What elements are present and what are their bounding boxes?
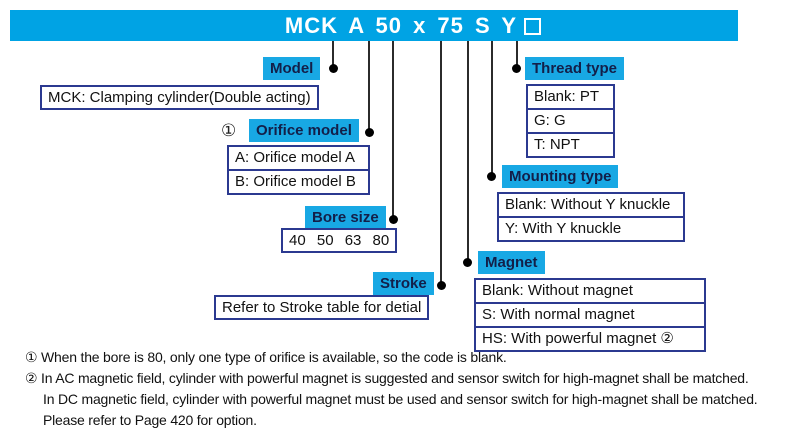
footnote-2: ② In AC magnetic field, cylinder with po… bbox=[25, 370, 749, 386]
connector-line-mounting bbox=[491, 41, 493, 177]
magnet-table: Blank: Without magnet S: With normal mag… bbox=[474, 278, 706, 352]
mounting-option-y: Y: With Y knuckle bbox=[499, 216, 683, 240]
label-magnet: Magnet bbox=[478, 251, 545, 274]
part-number-banner: MCK A 50 x 75 S Y bbox=[10, 10, 738, 41]
connector-dot-magnet bbox=[463, 258, 472, 267]
label-model: Model bbox=[263, 57, 321, 80]
connector-dot-orifice bbox=[365, 128, 374, 137]
stroke-box: Refer to Stroke table for detial bbox=[214, 295, 430, 320]
mounting-option-blank: Blank: Without Y knuckle bbox=[505, 196, 671, 213]
thread-option-g: G: G bbox=[528, 108, 613, 132]
thread-option-blank: Blank: PT bbox=[534, 88, 600, 105]
label-orifice-model: Orifice model bbox=[249, 119, 359, 142]
connector-dot-stroke bbox=[437, 281, 446, 290]
mounting-type-table: Blank: Without Y knuckle Y: With Y knuck… bbox=[497, 192, 685, 242]
connector-line-bore bbox=[392, 41, 394, 220]
label-mounting-type: Mounting type bbox=[502, 165, 619, 188]
connector-line-thread bbox=[516, 41, 518, 69]
footnote-mark-1: ① bbox=[221, 121, 237, 140]
label-thread-type: Thread type bbox=[525, 57, 625, 80]
part-number-text: MCK A 50 x 75 S Y bbox=[284, 12, 518, 38]
bore-size-box: 40 50 63 80 bbox=[281, 228, 398, 253]
orifice-option-a: A: Orifice model A bbox=[235, 149, 356, 166]
part-number-title: MCK A 50 x 75 S Y bbox=[207, 12, 542, 39]
thread-type-table: Blank: PT G: G T: NPT bbox=[526, 84, 615, 158]
footnote-1: ① When the bore is 80, only one type of … bbox=[25, 349, 507, 365]
label-stroke: Stroke bbox=[373, 272, 434, 295]
connector-dot-thread bbox=[512, 64, 521, 73]
connector-line-model bbox=[332, 41, 334, 69]
footnote-2-continued: In DC magnetic field, cylinder with powe… bbox=[43, 391, 758, 407]
magnet-option-hs: HS: With powerful magnet ② bbox=[476, 326, 704, 350]
label-bore-size: Bore size bbox=[305, 206, 386, 229]
footnote-2-reference: Please refer to Page 420 for option. bbox=[43, 412, 257, 428]
connector-dot-mounting bbox=[487, 172, 496, 181]
connector-dot-model bbox=[329, 64, 338, 73]
orifice-model-table: A: Orifice model A B: Orifice model B bbox=[227, 145, 370, 195]
connector-dot-bore bbox=[389, 215, 398, 224]
thread-option-t: T: NPT bbox=[528, 132, 613, 156]
connector-line-stroke bbox=[440, 41, 442, 286]
magnet-option-blank: Blank: Without magnet bbox=[482, 282, 633, 299]
model-description-box: MCK: Clamping cylinder(Double acting) bbox=[40, 85, 319, 110]
blank-code-square-icon bbox=[524, 17, 542, 35]
orifice-option-b: B: Orifice model B bbox=[229, 169, 368, 193]
connector-line-magnet bbox=[467, 41, 469, 263]
magnet-option-s: S: With normal magnet bbox=[476, 302, 704, 326]
connector-line-orifice bbox=[368, 41, 370, 133]
